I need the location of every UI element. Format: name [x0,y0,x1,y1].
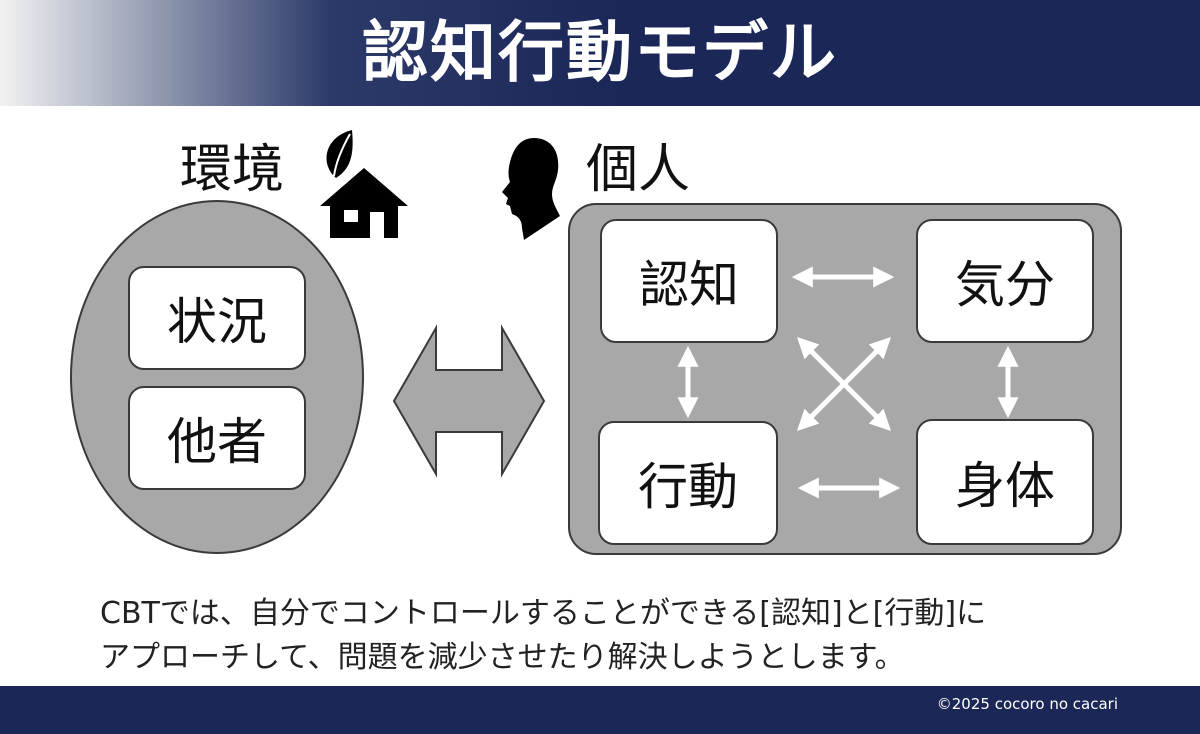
copyright-text: ©2025 cocoro no cacari [936,695,1118,713]
mood-label: 気分 [955,256,1055,314]
house-leaf-icon [320,130,408,238]
situation-box: 状況 [128,266,306,370]
body-box: 身体 [916,419,1094,545]
others-label: 他者 [167,413,267,471]
caption-line-2: アプローチして、問題を減少させたり解決しようとします。 [100,640,905,675]
person-head-icon [502,138,560,240]
behavior-label: 行動 [638,458,738,516]
situation-label: 状況 [167,293,267,351]
environment-ellipse [70,200,364,554]
footer-bar: ©2025 cocoro no cacari [0,686,1200,734]
cognition-label: 認知 [639,256,739,314]
mood-box: 気分 [916,219,1094,343]
mood-behavior-arrow [797,337,891,431]
environment-label: 環境 [180,140,285,200]
others-box: 他者 [128,386,306,490]
header-banner [0,0,1200,106]
bidirectional-arrow-icon [392,324,546,478]
body-label: 身体 [955,457,1055,515]
cognition-box: 認知 [600,219,778,343]
page-title: 認知行動モデル [362,14,838,91]
caption-line-1: CBTでは、自分でコントロールすることができる[認知]と[行動]に [100,596,987,631]
behavior-box: 行動 [598,421,778,545]
individual-label: 個人 [586,140,691,200]
caption-text: CBTでは、自分でコントロールすることができる[認知]と[行動]に アプローチし… [100,592,1160,680]
